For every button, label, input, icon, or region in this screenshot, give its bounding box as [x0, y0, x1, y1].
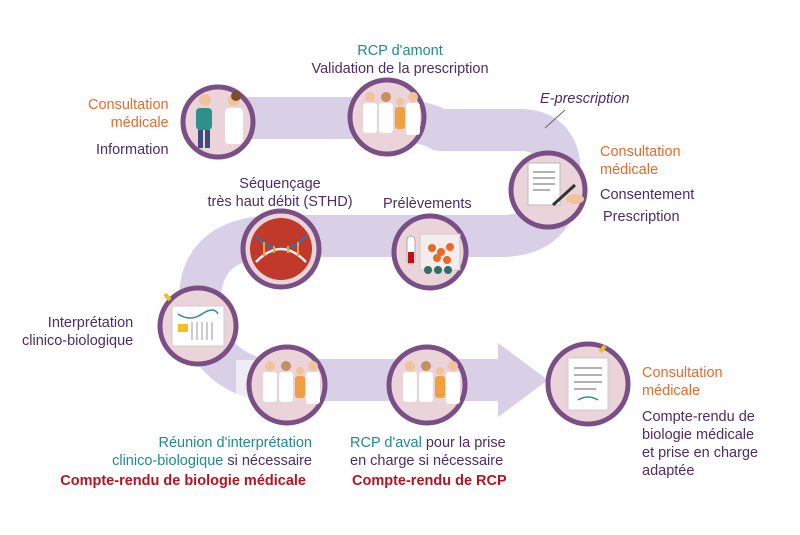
pathway-arrowhead	[498, 343, 548, 417]
step-rcp-amont-circle	[347, 77, 427, 157]
rcp-aval-label: RCP d'aval pour la prise en charge si né…	[350, 434, 530, 470]
medical-team-icon	[403, 361, 460, 404]
medical-team-icon	[363, 92, 420, 135]
rcp-aval-report: Compte-rendu de RCP	[352, 473, 507, 489]
step-rcp-aval-circle	[386, 344, 468, 426]
consult3-title: Consultation médicale	[642, 365, 723, 399]
consult1-title: Consultation médicale	[88, 97, 169, 131]
rcp-aval-teal-text: RCP d'aval	[350, 435, 422, 451]
prelevements-title: Prélèvements	[383, 196, 472, 212]
reunion-purple-text: si nécessaire	[223, 453, 312, 469]
reunion-report: Compte-rendu de biologie médicale	[60, 473, 306, 489]
rcp-amont-sub: Validation de la prescription	[311, 61, 489, 77]
consult2-sub2: Prescription	[603, 209, 680, 225]
blood-sample-icon	[406, 233, 461, 274]
step-interpretation-circle	[157, 285, 239, 367]
step-consult3-circle	[545, 341, 631, 427]
report-document-icon	[567, 357, 609, 411]
dna-sequencing-icon	[250, 218, 312, 280]
step-prelevements-circle	[391, 213, 469, 291]
consult2-title: Consultation médicale	[600, 144, 681, 178]
consult3-sub: Compte-rendu de biologie médicale et pri…	[642, 409, 759, 479]
reunion-label: Réunion d'interprétation clinico-biologi…	[112, 434, 312, 470]
medical-team-icon	[263, 361, 320, 404]
step-consult2-circle	[508, 150, 588, 230]
reunion-teal-text: Réunion d'interprétation clinico-biologi…	[112, 435, 312, 469]
eprescription-pointer	[544, 109, 566, 129]
doctor-patient-icon	[196, 91, 243, 148]
step-reunion-circle	[246, 344, 328, 426]
rcp-aval-purple-text: pour la prise en charge si nécessaire	[350, 435, 506, 469]
rcp-amont-title: RCP d'amont	[357, 43, 443, 59]
consult1-sub: Information	[96, 142, 169, 158]
sequencage-title: Séquençage très haut débit (STHD)	[207, 176, 353, 210]
consult2-sub1: Consentement	[600, 187, 695, 203]
interpretation-title: Interprétation clinico-biologique	[22, 315, 134, 349]
eprescription-label: E-prescription	[540, 91, 630, 107]
dna-analysis-icon	[171, 305, 225, 347]
signing-document-icon	[527, 162, 584, 207]
step-sequencage-circle	[240, 208, 322, 290]
step-consult1-circle	[180, 84, 256, 160]
